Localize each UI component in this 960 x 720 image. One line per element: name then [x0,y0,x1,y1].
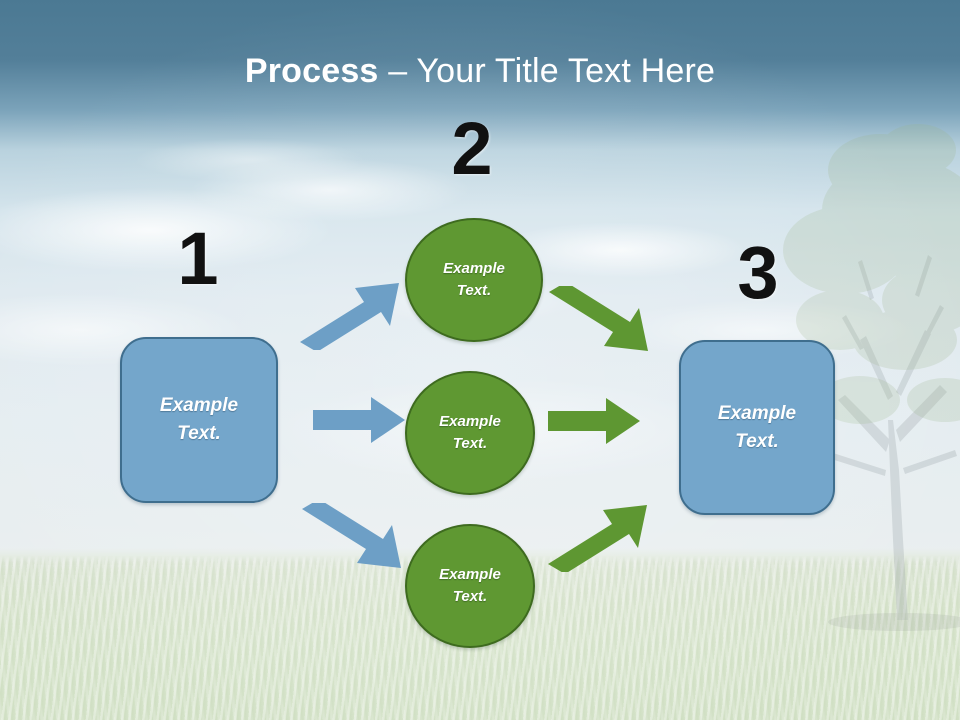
arrow-green-right-icon [548,398,640,444]
process-box-start-line2: Text. [177,423,221,444]
process-circle-top-line1: Example [443,259,505,277]
process-box-end-text: Example Text. [718,400,796,455]
process-box-start-line1: Example [159,395,239,417]
process-circle-top[interactable]: Example Text. [405,218,543,342]
arrow-green-up-right-icon [548,505,647,572]
arrow-blue-up-right-icon [300,283,399,350]
process-circle-middle-line1: Example [439,412,501,430]
process-circle-bottom-line2: Text. [452,588,488,605]
process-circle-top-text: Example Text. [443,258,505,303]
page-title: Process – Your Title Text Here [0,52,960,91]
process-circle-bottom[interactable]: Example Text. [405,524,535,648]
process-box-end[interactable]: Example Text. [679,340,835,515]
title-separator: – [378,52,417,90]
step-number-1: 1 [177,217,219,300]
process-circle-top-line2: Text. [456,282,492,299]
process-circle-middle-text: Example Text. [439,411,501,456]
arrow-green-down-right-icon [549,286,648,351]
process-box-end-line1: Example [717,402,797,424]
arrow-blue-right-icon [313,397,405,443]
process-box-start[interactable]: Example Text. [120,337,278,503]
process-box-start-text: Example Text. [160,392,238,447]
arrow-blue-down-right-icon [302,503,401,568]
process-circle-bottom-line1: Example [439,565,501,583]
step-number-2: 2 [451,107,493,190]
step-number-3: 3 [737,231,779,314]
process-circle-middle-line2: Text. [452,435,488,452]
process-box-end-line2: Text. [735,430,779,452]
process-circle-bottom-text: Example Text. [439,564,501,609]
process-circle-middle[interactable]: Example Text. [405,371,535,495]
title-rest-part: Your Title Text Here [416,52,716,90]
title-bold-part: Process [244,52,379,90]
